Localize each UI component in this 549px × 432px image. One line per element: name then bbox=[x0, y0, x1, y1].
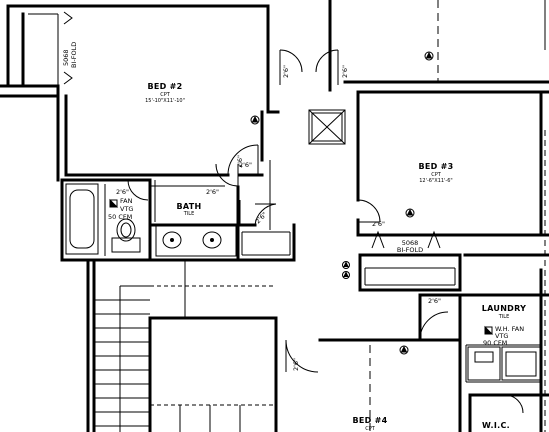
markers bbox=[109, 51, 494, 355]
room-name-laundry: LAUNDRY bbox=[482, 304, 527, 313]
room-material-bath: TILE bbox=[183, 211, 194, 217]
washer bbox=[467, 346, 501, 381]
fan-icon bbox=[109, 198, 119, 208]
room-name-bed4: BED #4 bbox=[352, 416, 387, 425]
room-material-laundry: TILE bbox=[498, 314, 509, 320]
smoke-detector-icon bbox=[342, 271, 350, 279]
bath-fan-line3: 50 CFM bbox=[108, 213, 132, 221]
smoke-detector-icon bbox=[342, 261, 350, 269]
sink-left bbox=[162, 231, 182, 249]
smoke-detector-icon bbox=[405, 208, 415, 218]
room-size-bed3: 12'-6"X11'-6" bbox=[419, 178, 452, 184]
bathtub bbox=[65, 183, 99, 255]
door-size-linen: 2'6" bbox=[254, 211, 269, 226]
door-size-hall-left: 2'6" bbox=[282, 65, 290, 78]
bath-fan-line1: FAN bbox=[120, 197, 133, 205]
bed2-closet-type: BI-FOLD bbox=[70, 42, 78, 68]
room-name-bed2: BED #2 bbox=[147, 82, 182, 91]
room-material-bed3: CPT bbox=[431, 172, 442, 178]
smoke-detector-icon bbox=[399, 345, 409, 355]
door-size-bed3-entry: 2'6" bbox=[372, 220, 385, 228]
labels: BED #2 CPT 15'-10"X11'-10" BED #3 CPT 12… bbox=[62, 42, 526, 432]
door-swings bbox=[127, 49, 524, 414]
bath-fan-line2: VTG bbox=[120, 205, 133, 213]
bed3-closet-type: BI-FOLD bbox=[397, 246, 423, 254]
door-size-hall-right: 2'6" bbox=[341, 65, 349, 78]
thin-lines bbox=[28, 0, 546, 432]
fan-icon bbox=[484, 325, 494, 335]
laundry-appliances bbox=[467, 346, 541, 381]
bath-fixtures bbox=[65, 183, 237, 257]
dryer bbox=[501, 346, 541, 381]
door-size-bath-entry: 2'6" bbox=[239, 161, 252, 169]
room-size-bed2: 15'-10"X11'-10" bbox=[145, 98, 185, 104]
door-size-bed2-entry: 2'6" bbox=[236, 155, 244, 168]
room-name-bed3: BED #3 bbox=[418, 162, 453, 171]
door-size-bath-tub: 2'6" bbox=[116, 188, 129, 196]
sink-right bbox=[202, 231, 222, 249]
smoke-detector-icon bbox=[250, 115, 260, 125]
door-size-laundry-entry: 2'6" bbox=[428, 297, 441, 305]
smoke-detector-icon bbox=[424, 51, 434, 61]
stairs bbox=[94, 260, 276, 432]
toilet bbox=[111, 218, 141, 253]
laundry-fan-line1: W.H. FAN bbox=[495, 325, 524, 333]
door-size-bath-vanity: 2'6" bbox=[206, 188, 219, 196]
vanity bbox=[155, 225, 237, 257]
room-name-bath: BATH bbox=[176, 202, 201, 211]
room-name-wic: W.I.C. bbox=[482, 421, 510, 430]
room-material-bed2: CPT bbox=[160, 92, 171, 98]
bed2-closet-size: 5068 bbox=[62, 49, 70, 66]
door-size-bed4-entry: 2'6" bbox=[292, 358, 300, 371]
laundry-fan-line2: VTG bbox=[495, 332, 508, 340]
bed3-closet-size: 5068 bbox=[402, 239, 419, 247]
room-material-bed4: CPT bbox=[365, 426, 376, 432]
laundry-fan-line3: 90 CFM bbox=[483, 339, 507, 347]
